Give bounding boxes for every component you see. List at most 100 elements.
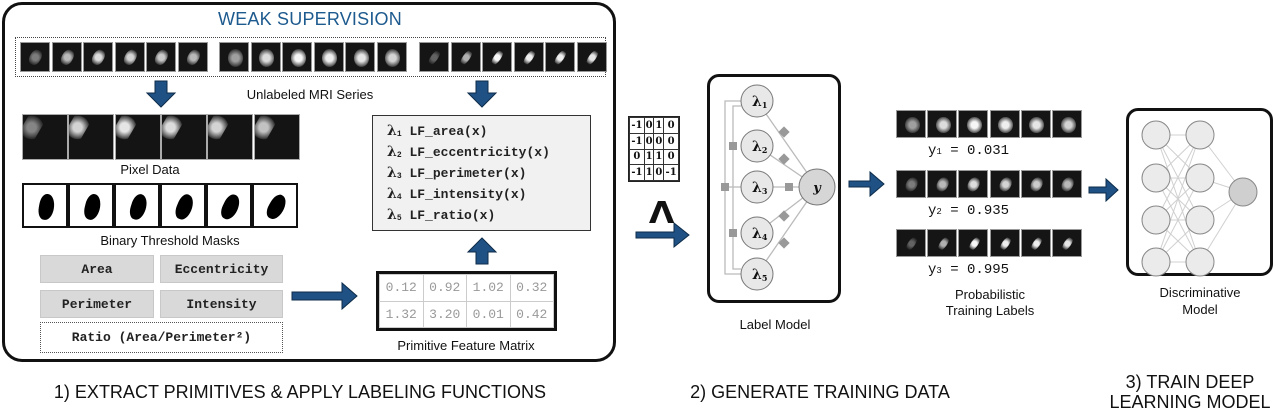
binary-mask-tile <box>160 183 206 228</box>
label-model-caption: Label Model <box>739 317 811 332</box>
feature-matrix-cell: 0.32 <box>509 274 554 302</box>
mri-image-tile <box>83 42 113 72</box>
output-node-y <box>798 168 836 206</box>
mri-image-tile <box>927 170 958 198</box>
mri-image-tile <box>576 42 607 72</box>
mri-image-tile <box>896 170 926 198</box>
binary-mask-tile <box>68 183 114 228</box>
pixel-data-caption: Pixel Data <box>120 162 180 177</box>
mri-image-tile <box>1052 110 1082 138</box>
lambda-node <box>740 170 774 204</box>
labeling-function-2: λ2 LF_eccentricity(x) <box>387 144 550 160</box>
probabilistic-label-3: y3 = 0.995 <box>928 262 1010 278</box>
labeling-function-5: λ5 LF_ratio(x) <box>387 207 496 223</box>
discriminative-caption-line1: Discriminative <box>1159 285 1241 300</box>
mri-image-tile <box>958 229 989 257</box>
discriminative-caption-line2: Model <box>1182 302 1218 317</box>
mri-image-tile <box>545 42 575 72</box>
mri-image-tile <box>177 42 208 72</box>
mri-image-tile <box>1020 170 1051 198</box>
lambda-node <box>740 257 774 291</box>
step-3-label-line1: 3) TRAIN DEEP <box>1125 372 1255 392</box>
unlabeled-mri-series-caption: Unlabeled MRI Series <box>246 87 374 102</box>
feature-matrix-cell: 0.92 <box>422 274 467 302</box>
mri-image-tile <box>313 42 344 72</box>
input-neuron <box>1141 163 1171 193</box>
feature-perimeter: Perimeter <box>40 290 154 318</box>
mri-image-tile <box>146 42 176 72</box>
feature-area: Area <box>40 255 154 283</box>
lambda-node <box>740 84 774 118</box>
output-node-label: y <box>812 181 822 196</box>
mri-image-tile <box>376 42 407 72</box>
weak-supervision-panel <box>2 2 616 362</box>
labeling-function-1: λ1 LF_area(x) <box>387 123 488 139</box>
feature-matrix-cell: 0.42 <box>509 300 554 328</box>
mri-image-tile <box>207 114 254 160</box>
hidden-neuron <box>1185 163 1215 193</box>
input-neuron <box>1141 120 1171 150</box>
mri-image-tile <box>989 229 1020 257</box>
factor-node <box>778 210 790 222</box>
label-matrix-cell: -1 <box>629 164 645 181</box>
factor-node <box>785 183 793 191</box>
mri-image-tile <box>927 110 958 138</box>
label-model-box <box>707 74 841 303</box>
factor-node <box>778 153 790 165</box>
factor-node <box>778 237 790 249</box>
mri-image-tile <box>250 42 281 72</box>
mri-image-tile <box>20 42 50 72</box>
feature-matrix-cell: 0.12 <box>379 274 424 302</box>
mri-image-tile <box>1020 229 1051 257</box>
lambda-node <box>740 129 774 163</box>
binary-mask-tile <box>206 183 252 228</box>
label-matrix-cell: -1 <box>663 164 679 181</box>
mri-image-tile <box>958 170 989 198</box>
label-matrix-symbol: Λ <box>648 196 675 231</box>
mri-image-tile <box>253 114 300 160</box>
step-3-label-line2: LEARNING MODEL <box>1109 392 1271 412</box>
mri-image-tile <box>160 114 207 160</box>
mri-image-tile <box>958 110 989 138</box>
feature-ratio: Ratio (Area/Perimeter²) <box>40 322 283 353</box>
mri-image-tile <box>345 42 375 72</box>
probabilistic-label-2: y2 = 0.935 <box>928 203 1010 219</box>
hidden-neuron <box>1185 120 1215 150</box>
weak-supervision-title: WEAK SUPERVISION <box>218 9 402 29</box>
binary-mask-tile <box>252 183 298 228</box>
labeling-function-4: λ4 LF_intensity(x) <box>387 186 527 202</box>
hidden-neuron <box>1185 247 1215 277</box>
binary-threshold-masks-caption: Binary Threshold Masks <box>100 233 240 248</box>
lambda-node <box>740 216 774 250</box>
mri-image-tile <box>68 114 115 160</box>
mri-image-tile <box>114 42 145 72</box>
hidden-neuron <box>1185 205 1215 235</box>
mri-image-tile <box>896 229 926 257</box>
step-2-label: 2) GENERATE TRAINING DATA <box>690 382 950 402</box>
feature-matrix-cell: 1.32 <box>379 300 424 328</box>
mri-image-tile <box>419 42 449 72</box>
mri-image-tile <box>989 110 1020 138</box>
feature-matrix-cell: 1.02 <box>466 274 511 302</box>
mri-image-tile <box>1052 229 1082 257</box>
mri-image-tile <box>22 114 68 160</box>
mri-image-tile <box>896 110 926 138</box>
step-1-label: 1) EXTRACT PRIMITIVES & APPLY LABELING F… <box>53 382 547 402</box>
training-labels-caption-line1: Probabilistic <box>954 287 1026 302</box>
input-neuron <box>1141 247 1171 277</box>
mri-image-tile <box>513 42 544 72</box>
factor-node <box>729 142 737 150</box>
feature-intensity: Intensity <box>160 290 283 318</box>
probabilistic-label-1: y1 = 0.031 <box>928 143 1010 159</box>
factor-node <box>721 183 729 191</box>
feature-matrix-cell: 3.20 <box>422 300 467 328</box>
feature-eccentricity: Eccentricity <box>160 255 283 283</box>
mri-image-tile <box>1052 170 1082 198</box>
mri-image-tile <box>282 42 312 72</box>
mri-image-tile <box>450 42 481 72</box>
labeling-function-3: λ3 LF_perimeter(x) <box>387 165 527 181</box>
